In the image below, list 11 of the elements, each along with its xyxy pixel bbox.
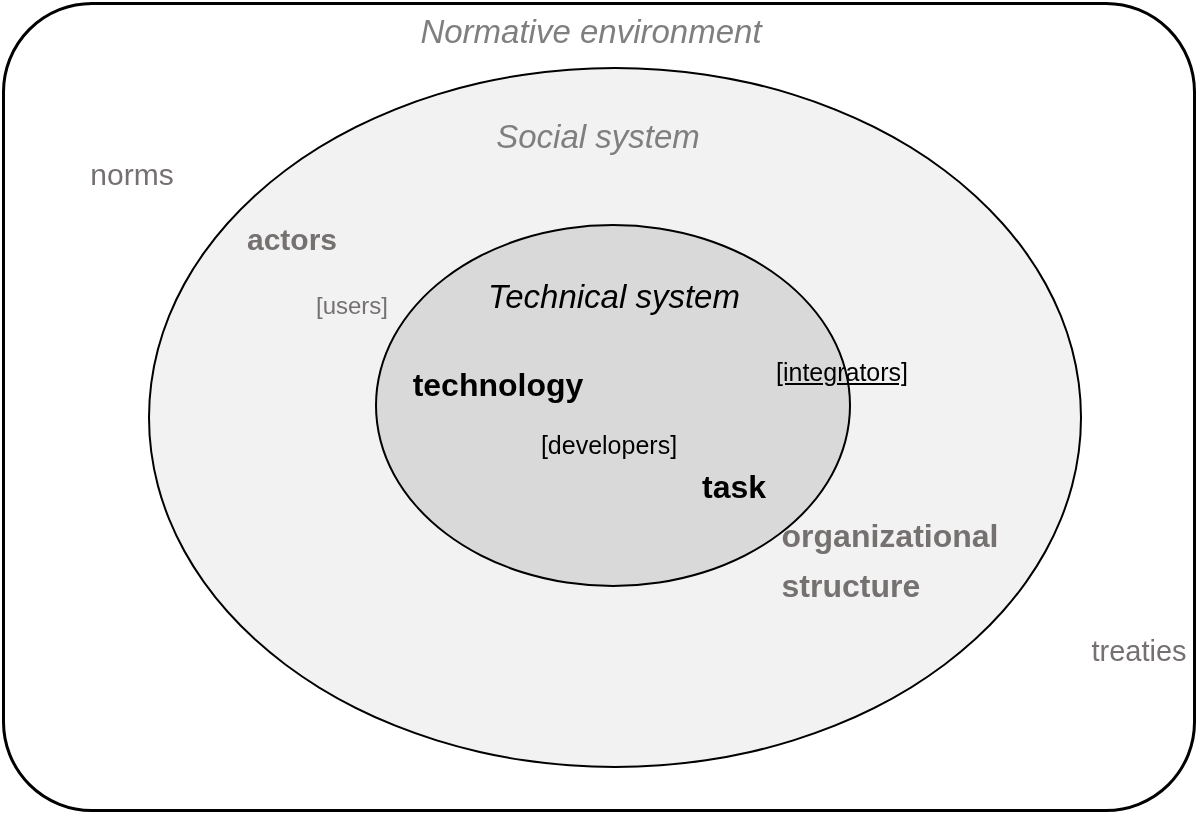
concept-label: technology	[412, 365, 584, 405]
concept-label: organizational structure	[781, 517, 999, 606]
role-label: [users]	[316, 291, 388, 321]
region-title: Technical system	[488, 277, 740, 317]
role-label: [developers]	[540, 430, 678, 460]
term-label: norms	[90, 157, 174, 193]
concept-label: actors	[247, 222, 337, 258]
region-title: Social system	[496, 117, 700, 157]
concept-label: task	[702, 467, 766, 507]
term-label: treaties	[1091, 633, 1187, 669]
region-title: Normative environment	[420, 12, 762, 52]
